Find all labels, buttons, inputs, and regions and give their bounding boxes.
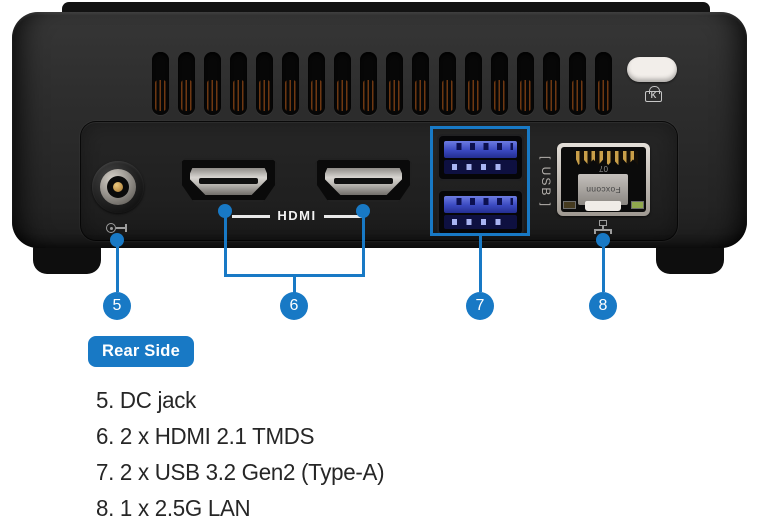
hdmi-label-line-left — [232, 215, 270, 218]
vent-slot — [386, 52, 404, 115]
hdmi-port-2-tongue — [334, 178, 393, 185]
network-icon-bar — [594, 229, 612, 231]
lock-shackle — [649, 86, 660, 94]
rubber-foot-right — [656, 243, 724, 274]
legend-item-usb: 7. 2 x USB 3.2 Gen2 (Type-A) — [96, 459, 385, 485]
legend-item-dc-jack: 5. DC jack — [96, 387, 197, 413]
vent-slot — [282, 52, 300, 115]
vent-slot — [490, 52, 508, 115]
network-icon-node — [599, 220, 607, 226]
vent-slot — [542, 52, 560, 115]
dc-icon-lead — [116, 227, 125, 230]
usb-silkscreen-label: [ USB ] — [539, 155, 553, 208]
usb-port-2 — [437, 189, 524, 236]
vent-slot — [334, 52, 352, 115]
callout-8-dot — [596, 233, 610, 247]
usb-port-2-contacts — [444, 215, 517, 229]
lan-led-right — [631, 201, 644, 209]
usb-port-1-contacts — [444, 160, 517, 174]
hdmi-silkscreen-label: HDMI — [277, 208, 317, 223]
vent-slot — [464, 52, 482, 115]
dc-icon-dot — [109, 226, 113, 230]
vent-slot — [516, 52, 534, 115]
port-legend-list: 5. DC jack 6. 2 x HDMI 2.1 TMDS 7. 2 x U… — [96, 382, 503, 519]
lan-port: 07 Foxconn — [557, 143, 650, 216]
vent-slot — [256, 52, 274, 115]
lan-port-cavity: 07 Foxconn — [561, 147, 646, 212]
vent-slot — [360, 52, 378, 115]
dc-icon-ring — [106, 223, 116, 233]
hdmi-port-2 — [315, 158, 412, 202]
lan-port-pins — [576, 151, 638, 165]
callout-8-circle: 8 — [589, 292, 617, 320]
dc-icon-tip — [125, 224, 127, 233]
lan-port-code: 07 — [599, 164, 608, 173]
vent-slot — [568, 52, 586, 115]
network-icon-drop-left — [594, 230, 596, 234]
vent-slot — [308, 52, 326, 115]
legend-item-hdmi: 6. 2 x HDMI 2.1 TMDS — [96, 423, 315, 449]
callout-5-dot — [110, 233, 124, 247]
usb-highlight-box — [430, 126, 530, 236]
vent-slot — [178, 52, 196, 115]
hdmi-port-1-tongue — [199, 178, 258, 185]
usb-port-1-tongue — [444, 141, 517, 158]
callout-6-dot-left — [218, 204, 232, 218]
dc-in-icon — [104, 222, 132, 236]
callout-7-circle: 7 — [466, 292, 494, 320]
lan-port-plate: Foxconn — [578, 174, 628, 205]
vent-slot — [438, 52, 456, 115]
usb-port-1 — [437, 134, 524, 181]
callout-6-stem — [292, 274, 296, 293]
network-icon-drop-right — [610, 230, 612, 234]
rubber-foot-left — [33, 243, 101, 274]
network-icon-stem — [602, 226, 604, 230]
vent-slot — [204, 52, 222, 115]
hdmi-port-1 — [180, 158, 277, 202]
callout-6-circle: 6 — [280, 292, 308, 320]
lan-led-left — [563, 201, 576, 209]
lock-body: K — [645, 91, 662, 102]
callout-6-line-left — [223, 211, 227, 277]
vent-slot — [230, 52, 248, 115]
lan-brand-text: Foxconn — [585, 184, 621, 195]
rear-side-badge: Rear Side — [88, 336, 194, 367]
kensington-lock-icon: K — [645, 86, 662, 102]
network-icon — [593, 220, 613, 236]
lan-port-clip-tab — [585, 201, 621, 211]
callout-8-line — [601, 240, 605, 292]
callout-7-line — [478, 236, 482, 292]
kensington-lock-slot — [627, 57, 677, 82]
vent-slot — [152, 52, 169, 115]
callout-6-line-right — [361, 211, 365, 277]
legend-item-lan: 8. 1 x 2.5G LAN — [96, 495, 251, 519]
hdmi-label-line-right — [324, 215, 362, 218]
vent-slot — [594, 52, 612, 115]
dc-jack-pin — [113, 182, 123, 192]
vent-grille — [152, 52, 612, 115]
callout-5-line — [115, 240, 119, 292]
callout-5-circle: 5 — [103, 292, 131, 320]
usb-port-2-tongue — [444, 196, 517, 213]
vent-slot — [412, 52, 430, 115]
callout-6-dot-right — [356, 204, 370, 218]
